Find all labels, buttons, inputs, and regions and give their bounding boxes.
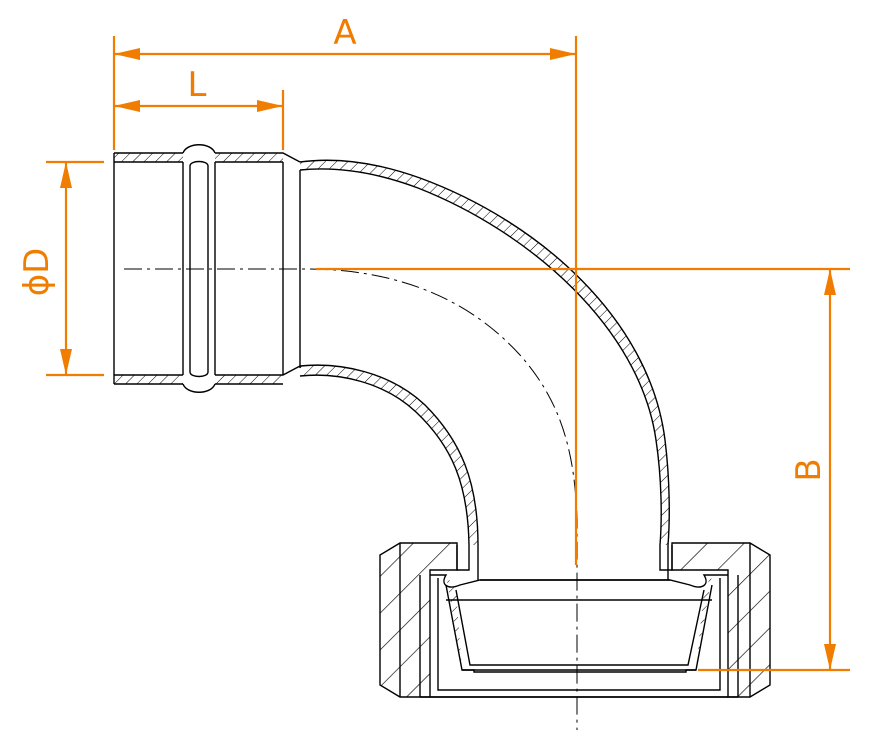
outer-bend-wall — [299, 159, 670, 546]
socket-bottom-wall — [114, 365, 301, 385]
dimension-label-l: L — [188, 65, 207, 105]
dimension-a — [112, 36, 578, 565]
arrow-head-a-right — [550, 48, 576, 60]
socket-top-wall — [114, 152, 301, 163]
dimensions: A L ϕD B — [17, 13, 850, 672]
arrow-head-a-left — [114, 48, 140, 60]
dimension-label-a: A — [333, 13, 356, 53]
arrow-head-l-left — [114, 100, 140, 112]
arrow-head-l-right — [257, 100, 283, 112]
union-nut — [379, 542, 771, 698]
arrow-head-b-top — [824, 269, 836, 295]
dimension-label-d: ϕD — [17, 248, 57, 297]
dimension-b — [316, 267, 850, 672]
centerlines — [124, 268, 578, 730]
tail-neck — [456, 545, 673, 580]
inner-bend-wall — [299, 364, 479, 546]
dimension-l — [114, 90, 285, 150]
arrow-head-d-bottom — [60, 349, 72, 375]
arrow-head-b-bottom — [824, 644, 836, 670]
tail-cup — [430, 574, 728, 691]
arrow-head-d-top — [60, 162, 72, 188]
dimension-label-b: B — [789, 458, 829, 481]
bend-centerline — [309, 268, 578, 730]
fitting-body — [113, 144, 771, 698]
dimension-d — [46, 160, 104, 377]
